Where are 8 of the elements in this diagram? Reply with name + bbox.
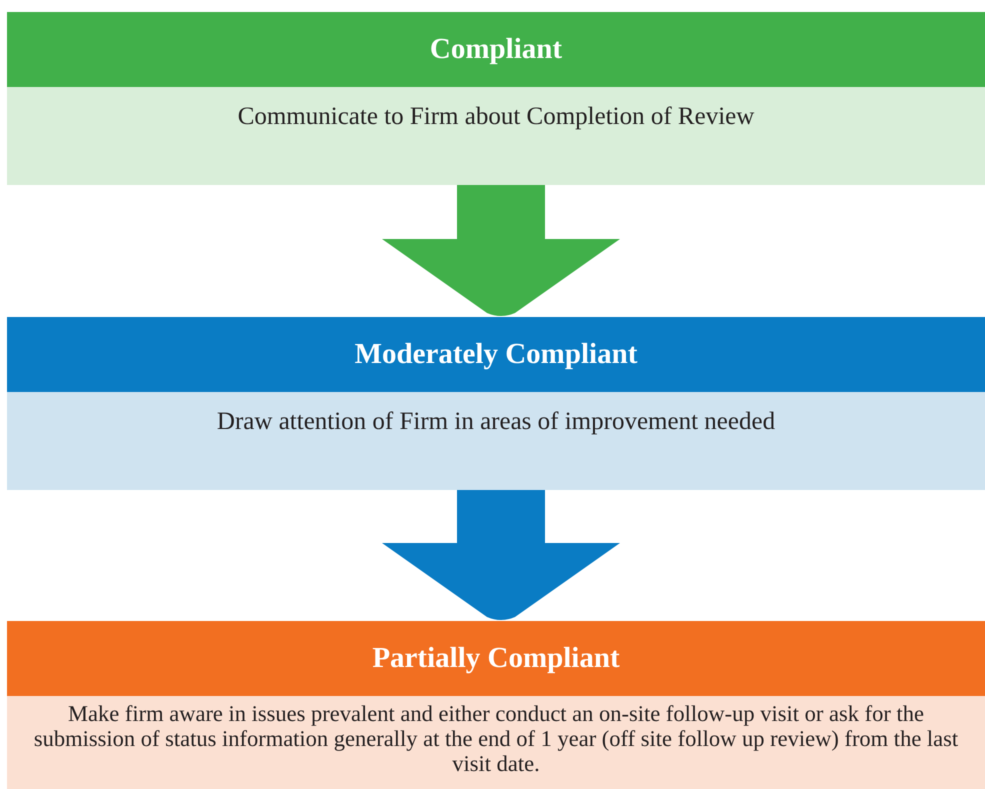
header-band: Moderately Compliant [7, 317, 985, 392]
description-text: Communicate to Firm about Completion of Review [7, 87, 985, 185]
description-text: Make firm aware in issues prevalent and either conduct an on-site follow-up visit or ask for the submission of status information generally at the end of 1 year (off site follow up review) from the last visit date. [7, 696, 985, 789]
block-arrow [382, 490, 620, 620]
block-arrow [382, 185, 620, 316]
header-band: Compliant [7, 12, 985, 87]
description-text: Draw attention of Firm in areas of improvement needed [7, 392, 985, 490]
header-band: Partially Compliant [7, 621, 985, 696]
